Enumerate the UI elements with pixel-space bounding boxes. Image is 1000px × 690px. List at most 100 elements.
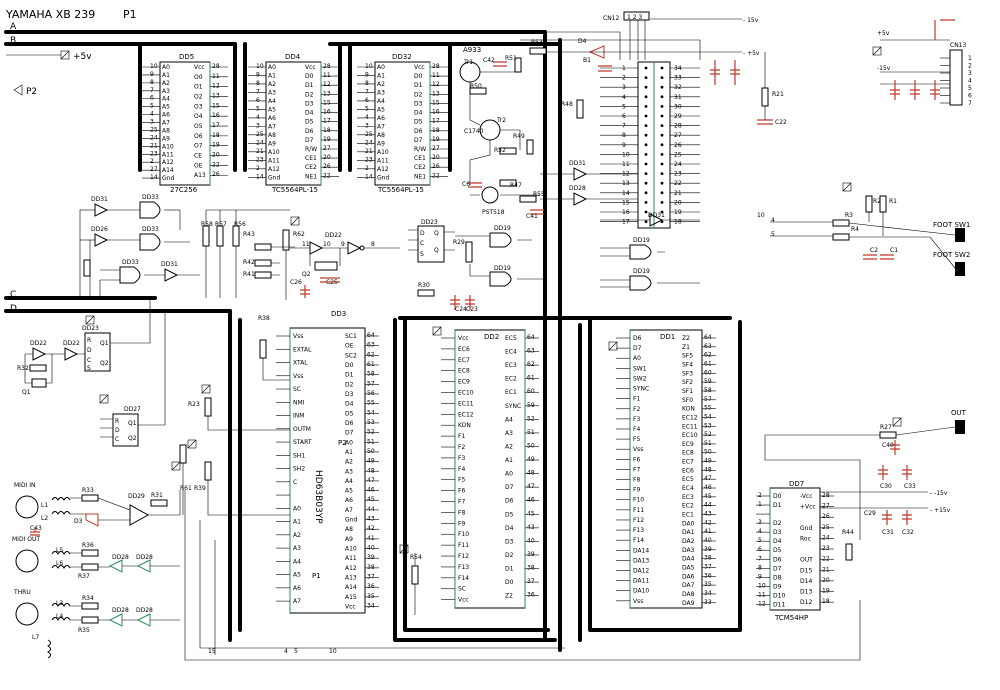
pin-name: D10: [773, 592, 785, 599]
connector-pin-number: 34: [674, 65, 682, 72]
oscillator-cluster: DD22 Q2 C26 C25 11 10 9 8: [290, 232, 400, 298]
pin-number: 20: [822, 577, 830, 584]
resistor-r49: [526, 139, 534, 155]
pin-name: A6: [377, 115, 385, 122]
pin-name: OUTM: [293, 426, 311, 433]
pin-name: A6: [293, 585, 301, 592]
connector-pin-dot: [644, 153, 648, 156]
gate-dd33-b-label: DD33: [142, 226, 159, 233]
connector-pin-dot: [660, 143, 664, 147]
connector-pin-number: 4: [622, 94, 626, 101]
pin-number: 51: [367, 438, 375, 445]
pin-name: DA11: [633, 578, 649, 585]
pin-name: A5: [162, 104, 170, 111]
pin-name: DA5: [682, 564, 695, 571]
pin-name: R/W: [305, 146, 317, 153]
resistor-r54: [411, 565, 419, 585]
pin-name: F5: [458, 477, 465, 484]
pin-name: SW1: [633, 365, 647, 372]
pin-name: Gnd: [345, 517, 357, 524]
chip-dd23-lower: [84, 332, 111, 372]
pin-name: INM: [293, 413, 304, 420]
pin-number: 39: [367, 554, 375, 561]
pin-number: 34: [367, 603, 375, 610]
pin-number: 15: [432, 99, 440, 106]
pin-name: A4: [505, 416, 513, 423]
label-d4: D4: [578, 38, 587, 45]
bus-cpu-right: [393, 318, 557, 642]
dd27-pin-q1: Q1: [128, 420, 137, 427]
resistor-r1: [879, 195, 887, 213]
gate-dd26: [94, 233, 109, 247]
pin-name: A3: [345, 468, 353, 475]
pin-number: 2: [150, 158, 154, 165]
pin-number: 26: [822, 513, 830, 520]
label-r2: R2: [873, 198, 881, 205]
connector-pin-number: 27: [674, 132, 682, 139]
pin-name: EC3: [682, 494, 694, 501]
connector-pin-number: 22: [674, 180, 682, 187]
bottom-wires: [184, 490, 861, 661]
chip-dd32-part: TC5564PL-15: [377, 186, 424, 194]
pin-name: SF1: [682, 388, 693, 395]
bus-label-a: A: [10, 22, 17, 32]
pin-name: A12: [345, 565, 357, 572]
pin-number: 59: [704, 378, 712, 385]
pin-name: SC: [458, 586, 466, 593]
foot-sw1-jack: [955, 228, 965, 242]
label-dd28-a: DD28: [112, 554, 129, 561]
pin-name: DA6: [682, 573, 695, 580]
pin-number: 7: [758, 555, 762, 562]
pin-name: Gnd: [162, 175, 174, 182]
resistor-r50: [469, 87, 487, 95]
pin-number: 7: [150, 87, 154, 94]
pin-name: EC5: [682, 476, 694, 483]
connector-pin-dot: [644, 95, 648, 99]
pin-name: SC2: [345, 352, 357, 359]
pin-name: F8: [458, 509, 465, 516]
pin-name: F11: [458, 542, 469, 549]
pin-name: D2: [345, 381, 354, 388]
pin-number: 3: [150, 119, 154, 126]
pin-name: +Vcc: [800, 504, 816, 511]
resistor-r30: [417, 289, 435, 297]
pin-name: EC10: [682, 432, 698, 439]
resistor-r36: [81, 549, 99, 557]
pin-number: 15: [212, 102, 220, 109]
pin-name: SC1: [345, 333, 357, 340]
pin-name: D0: [305, 73, 314, 80]
connector-pin-number: 5: [622, 103, 626, 110]
gate-dd33-b: [139, 233, 161, 251]
pin-number: 28: [432, 63, 440, 70]
pin-name: A9: [345, 536, 353, 543]
pin-number: 55: [367, 400, 375, 407]
pin-number: 61: [527, 375, 535, 382]
port-p2: P2: [13, 84, 37, 97]
pin-name: CE1: [414, 155, 426, 162]
pin-number: 10: [256, 63, 264, 70]
connector-pin-dot: [660, 191, 664, 195]
pin-name: A13: [194, 172, 206, 179]
resistor-r35: [81, 616, 99, 624]
cap-c41: [530, 209, 544, 215]
pin-number: 25: [256, 131, 264, 138]
resistor-r57: [216, 225, 224, 247]
pin-number: 18: [432, 127, 440, 134]
label-dd19-mid-a: DD19: [494, 225, 511, 232]
label-pst518: PST518: [482, 209, 505, 216]
pin-number: 43: [704, 511, 712, 518]
pin-name: KON: [682, 406, 695, 413]
midi-out-jack: [15, 549, 39, 573]
pin-name: DA13: [633, 557, 649, 564]
resistor-r21: [761, 87, 769, 107]
crystal-q2: [314, 261, 338, 271]
chip-dd2-name: DD2: [484, 333, 499, 341]
connector-pin-dot: [660, 114, 664, 118]
label-c40: C40: [882, 442, 894, 449]
pin-name: CE: [194, 153, 202, 160]
pin-number: 61: [704, 360, 712, 367]
pin-name: D3: [773, 529, 782, 536]
pin-name: O3: [194, 103, 203, 110]
pin-number: 1: [758, 501, 762, 508]
pin-number: 4: [150, 111, 154, 118]
